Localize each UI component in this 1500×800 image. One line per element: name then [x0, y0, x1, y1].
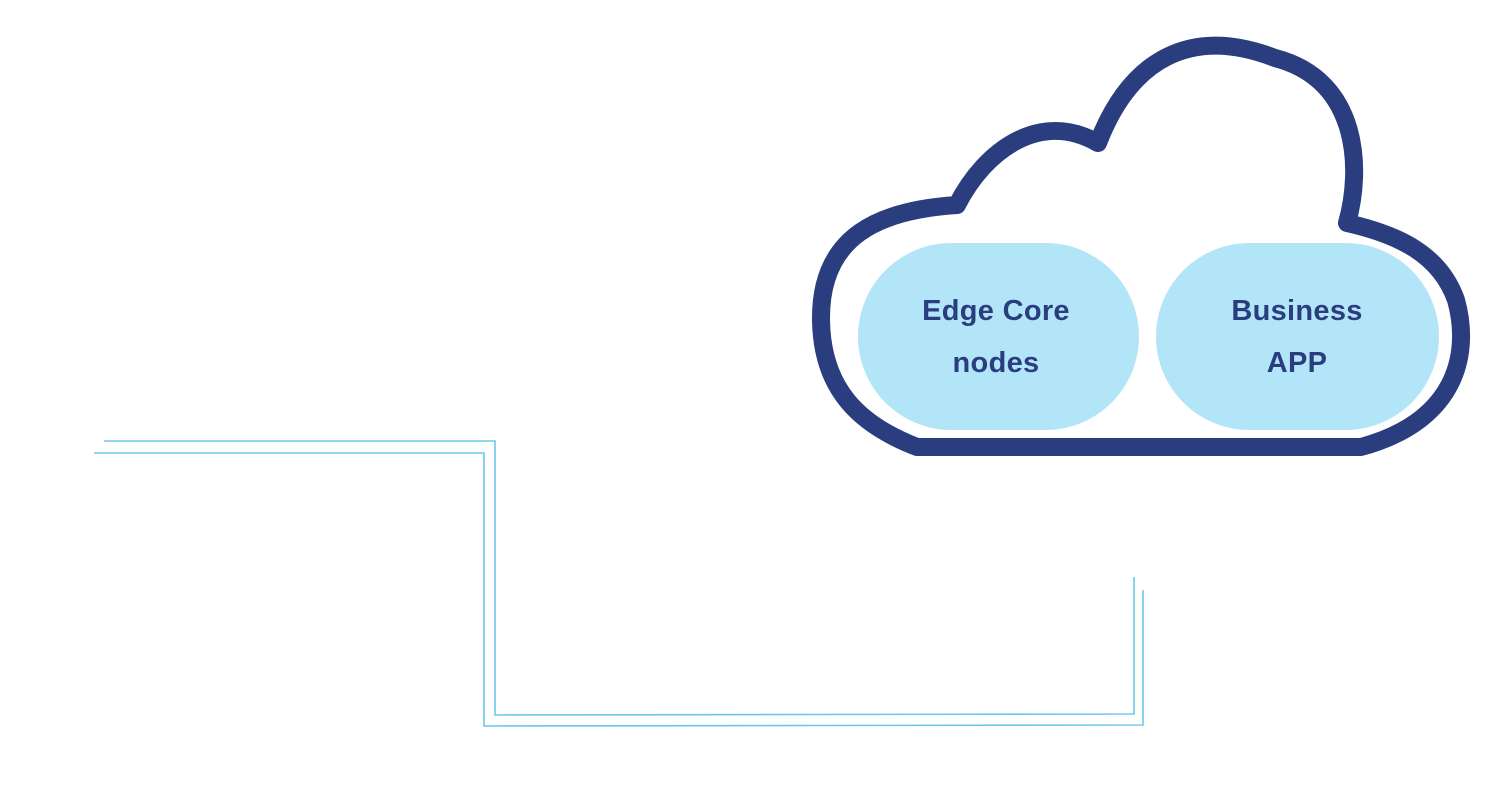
node-label-edge-core: Edge Core nodes — [856, 285, 1136, 389]
connector-line-outer — [94, 452, 1144, 727]
node-label-business-app: Business APP — [1157, 285, 1437, 389]
node-pill-edge-core — [858, 243, 1139, 430]
connector-line-inner — [104, 440, 1135, 716]
node-label-line-2: APP — [1266, 347, 1328, 379]
node-label-line-1: Edge Core — [922, 295, 1070, 327]
node-pill-business-app — [1156, 243, 1439, 430]
node-label-line-2: nodes — [952, 347, 1040, 379]
node-label-line-1: Business — [1231, 295, 1363, 327]
connector — [94, 440, 1144, 727]
